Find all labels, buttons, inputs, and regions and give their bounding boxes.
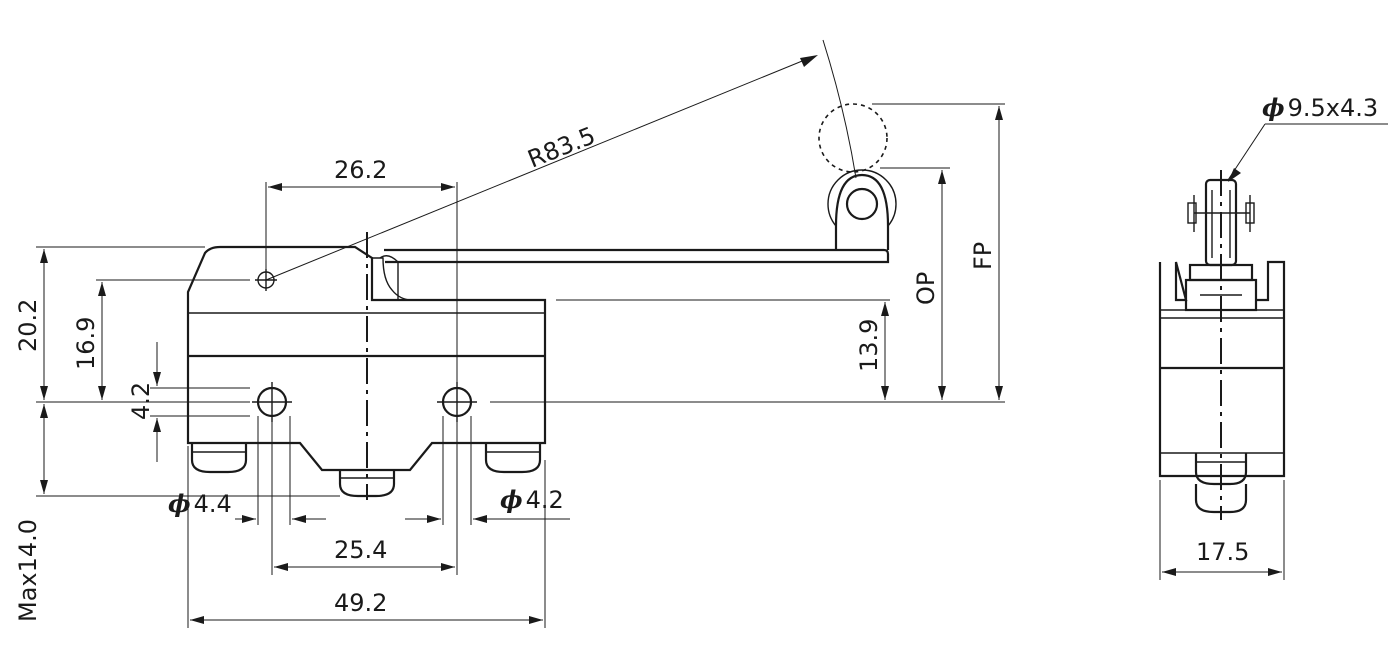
side-view	[1158, 123, 1388, 580]
diameter-symbol: ϕ	[500, 485, 523, 514]
front-terminals	[190, 443, 542, 498]
front-dimensions	[36, 103, 1005, 628]
dim-fp: FP	[969, 242, 997, 270]
dim-op: OP	[912, 272, 940, 305]
dim-side-width: 17.5	[1196, 538, 1249, 566]
dim-body-length: 49.2	[334, 589, 387, 617]
dim-pivot-height: 16.9	[72, 317, 100, 370]
dim-hole-offset: 4.2	[127, 382, 155, 420]
radius-annotation	[265, 39, 857, 281]
dim-hole-pitch: 25.4	[334, 536, 387, 564]
lever-arm	[384, 103, 897, 264]
diameter-symbol: ϕ	[1262, 93, 1285, 122]
dim-top-pitch: 26.2	[334, 156, 387, 184]
mounting-holes	[252, 269, 477, 422]
dim-total-height: 20.2	[14, 299, 42, 352]
dim-lever-height: 13.9	[855, 319, 883, 372]
dim-max-terminal: Max14.0	[14, 519, 42, 622]
dim-lever-radius: R83.5	[524, 121, 600, 173]
front-view-body	[186, 245, 547, 472]
diameter-symbol: ϕ	[168, 489, 191, 518]
